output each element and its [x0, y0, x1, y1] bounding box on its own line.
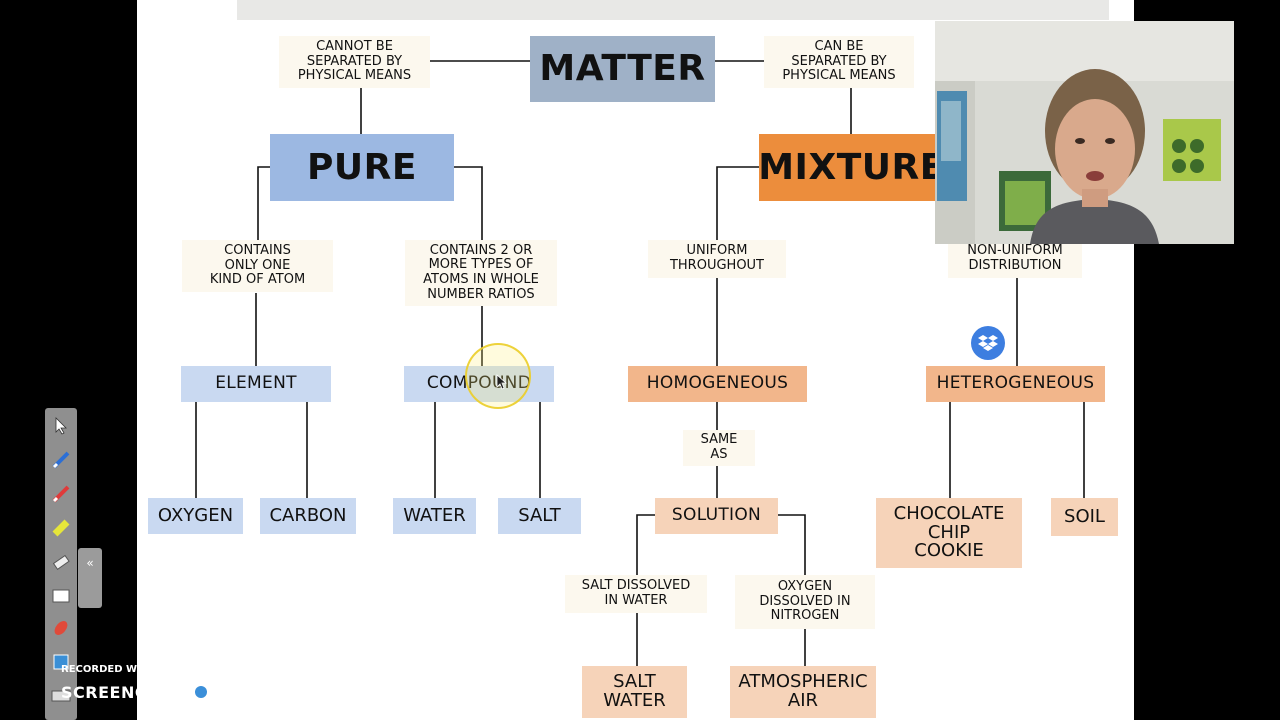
mouse-pointer-icon — [496, 374, 508, 390]
whiteboard-icon[interactable] — [49, 584, 73, 608]
node-matter: MATTER — [530, 36, 715, 102]
leaf-carbon: CARBON — [260, 498, 356, 534]
annotation-toolbar — [45, 408, 77, 720]
eraser-icon[interactable] — [49, 550, 73, 574]
leaf-salt-water: SALT WATER — [582, 666, 687, 718]
presenter-video — [935, 21, 1234, 244]
node-mixture: MIXTURE — [758, 134, 944, 201]
pen-icon[interactable] — [49, 448, 73, 472]
watermark-brand-right: MATIC — [219, 682, 278, 702]
watermark-brand-left: SCREENCAST — [61, 682, 184, 702]
screenshot-icon[interactable] — [49, 650, 73, 674]
node-pure: PURE — [270, 134, 454, 201]
keyboard-icon[interactable] — [49, 684, 73, 708]
leaf-soil: SOIL — [1051, 498, 1118, 536]
screencast-watermark: RECORDED WITH SCREENCAST MATIC — [61, 664, 278, 707]
note-non-uniform: NON-UNIFORM DISTRIBUTION — [948, 240, 1082, 278]
webcam-overlay — [935, 21, 1234, 244]
note-same-as: SAME AS — [683, 430, 755, 466]
marker-icon[interactable] — [49, 482, 73, 506]
watermark-brand: SCREENCAST MATIC — [61, 677, 278, 707]
collapse-toolbar-icon[interactable]: « — [78, 548, 102, 608]
note-salt-dissolved: SALT DISSOLVED IN WATER — [565, 575, 707, 613]
node-solution: SOLUTION — [655, 498, 778, 534]
watermark-recorded-with: RECORDED WITH — [61, 664, 156, 675]
leaf-oxygen: OXYGEN — [148, 498, 243, 534]
leaf-water: WATER — [393, 498, 476, 534]
pointer-icon[interactable] — [49, 414, 73, 438]
note-can-separate: CAN BE SEPARATED BY PHYSICAL MEANS — [764, 36, 914, 88]
highlighter-icon[interactable] — [49, 516, 73, 540]
color-icon[interactable] — [49, 616, 73, 640]
note-two-or-more-atoms: CONTAINS 2 OR MORE TYPES OF ATOMS IN WHO… — [405, 240, 557, 306]
leaf-chocolate-chip-cookie: CHOCOLATE CHIP COOKIE — [876, 498, 1022, 568]
leaf-atmospheric-air: ATMOSPHERIC AIR — [730, 666, 876, 718]
note-oxygen-dissolved: OXYGEN DISSOLVED IN NITROGEN — [735, 575, 875, 629]
node-element: ELEMENT — [181, 366, 331, 402]
note-cannot-separate: CANNOT BE SEPARATED BY PHYSICAL MEANS — [279, 36, 430, 88]
leaf-salt: SALT — [498, 498, 581, 534]
screencast-logo-icon — [186, 677, 216, 707]
note-one-kind-atom: CONTAINS ONLY ONE KIND OF ATOM — [182, 240, 333, 292]
note-uniform: UNIFORM THROUGHOUT — [648, 240, 786, 278]
node-heterogeneous: HETEROGENEOUS — [926, 366, 1105, 402]
slide-top-bar — [237, 0, 1109, 20]
node-homogeneous: HOMOGENEOUS — [628, 366, 807, 402]
dropbox-icon[interactable] — [971, 326, 1005, 360]
